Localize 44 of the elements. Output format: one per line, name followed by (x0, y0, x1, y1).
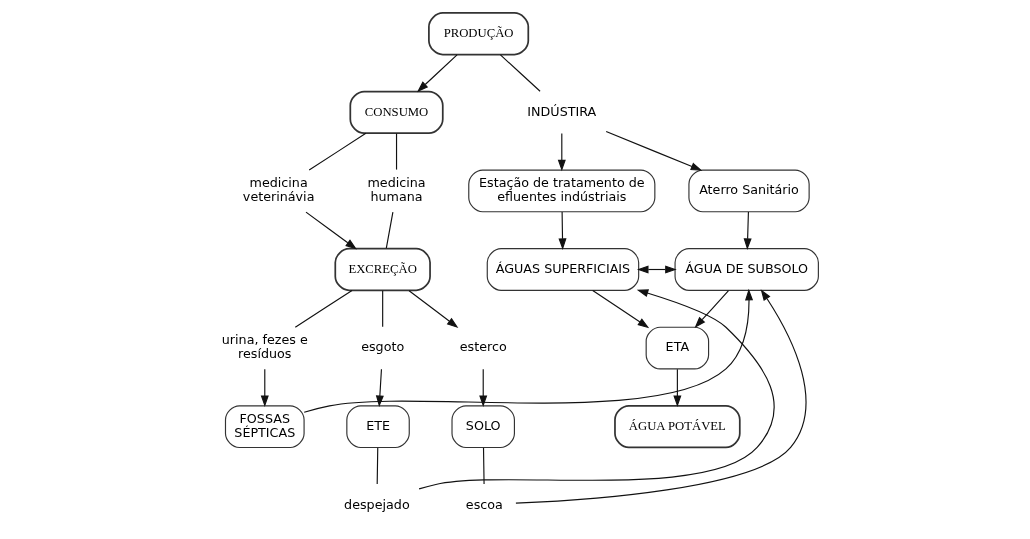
node-text: esterco (459, 339, 507, 355)
arrow (416, 54, 458, 93)
arrow (743, 211, 752, 250)
connector (382, 290, 384, 328)
node-box: ETE (346, 405, 410, 449)
connector (482, 447, 485, 485)
node-box: ÁGUA POTÁVEL (614, 405, 741, 449)
arrow (479, 368, 488, 408)
node-box: Estação de tratamento de efluentes indústriais (468, 169, 656, 213)
arrow (557, 132, 566, 172)
node-box: ÁGUA DE SUBSOLO (674, 248, 819, 291)
connector (294, 289, 353, 328)
arrow (673, 368, 682, 408)
connector (385, 211, 394, 249)
arrow (558, 211, 567, 250)
arrow (408, 290, 459, 329)
arrow (305, 211, 357, 250)
arrow (260, 368, 269, 408)
connector (395, 132, 398, 171)
node-box: ÁGUAS SUPERFICIAIS (486, 248, 640, 291)
node-box: EXCREÇÃO (334, 247, 431, 292)
node-text: medicina humana (367, 175, 426, 205)
node-text: medicina veterinávia (242, 175, 315, 205)
node-text: despejado (344, 496, 410, 512)
node-text: INDÚSTIRA (527, 103, 597, 119)
connector (376, 447, 379, 485)
node-text: urina, fezes e resíduos (221, 332, 308, 362)
arrow (694, 290, 730, 329)
node-text: escoa (465, 496, 503, 512)
node-box: PRODUÇÃO (428, 12, 530, 56)
node-box: Aterro Sanitário (688, 169, 810, 213)
arrow (375, 368, 384, 408)
connector (499, 54, 541, 92)
node-text: esgoto (361, 339, 405, 355)
connector (308, 132, 367, 171)
arrow (303, 288, 754, 413)
node-box: FOSSAS SÉPTICAS (224, 405, 305, 449)
arrow (592, 289, 650, 329)
node-box: ETA (645, 326, 710, 370)
node-box: CONSUMO (349, 90, 444, 134)
node-box: SOLO (451, 405, 515, 449)
arrow (418, 289, 775, 490)
arrow (515, 289, 807, 504)
arrow (605, 130, 703, 171)
